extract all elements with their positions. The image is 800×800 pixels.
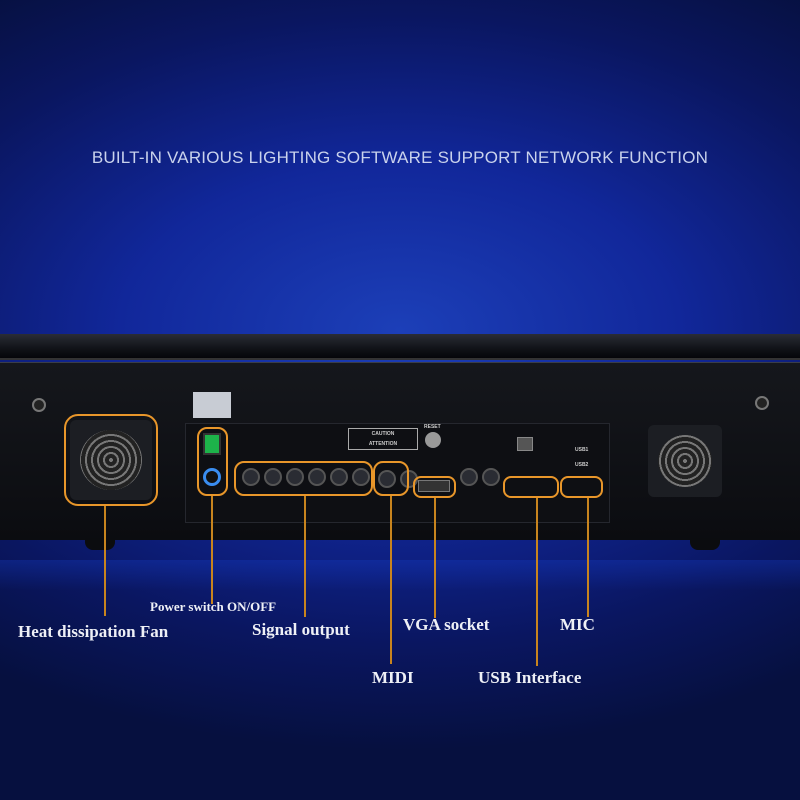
callout-signal: Signal output — [252, 620, 350, 639]
leader-line-power — [211, 496, 213, 604]
vga-port-icon — [418, 480, 450, 492]
callout-usb: USB Interface — [478, 668, 582, 687]
power-connector-icon — [203, 468, 221, 486]
caution-label: CAUTION ATTENTION — [348, 428, 418, 450]
leader-line-fan — [104, 506, 106, 616]
screw-icon — [32, 398, 46, 412]
console-foot — [690, 538, 720, 550]
product-label-sticker — [193, 392, 231, 418]
leader-line-usb — [536, 498, 538, 666]
attention-text: ATTENTION — [368, 441, 398, 447]
dmx-in-port — [458, 468, 502, 491]
callout-box-fan — [64, 414, 158, 506]
leader-line-vga — [434, 498, 436, 618]
callout-power: Power switch ON/OFF — [150, 599, 277, 614]
callout-box-power — [197, 427, 228, 496]
dmx-outputs — [240, 468, 372, 491]
callout-mic: MIC — [560, 615, 595, 634]
fan-left-icon — [70, 420, 152, 500]
callout-box-signal — [234, 461, 373, 496]
screw-icon — [755, 396, 769, 410]
leader-line-mic — [587, 498, 589, 617]
console-foot — [85, 538, 115, 550]
reset-label: RESET — [424, 424, 441, 430]
ethernet-port-icon — [517, 437, 533, 451]
reset-button[interactable] — [425, 432, 441, 448]
headline: BUILT-IN VARIOUS LIGHTING SOFTWARE SUPPO… — [91, 148, 709, 167]
callout-box-midi — [373, 461, 409, 496]
console-top-edge — [0, 334, 800, 360]
callout-box-mic — [560, 476, 603, 498]
callout-vga: VGA socket — [403, 615, 490, 634]
floor-reflection — [0, 560, 800, 590]
caution-text: CAUTION — [371, 431, 395, 437]
callout-box-vga — [413, 476, 456, 498]
power-switch[interactable] — [203, 433, 221, 455]
callout-fan: Heat dissipation Fan — [18, 622, 169, 641]
leader-line-signal — [304, 496, 306, 617]
fan-right-icon — [648, 425, 722, 497]
leader-line-midi — [390, 496, 392, 664]
callout-midi: MIDI — [372, 668, 414, 687]
usb2-label: USB2 — [575, 462, 589, 468]
usb1-label: USB1 — [575, 447, 589, 453]
callout-box-usb — [503, 476, 559, 498]
